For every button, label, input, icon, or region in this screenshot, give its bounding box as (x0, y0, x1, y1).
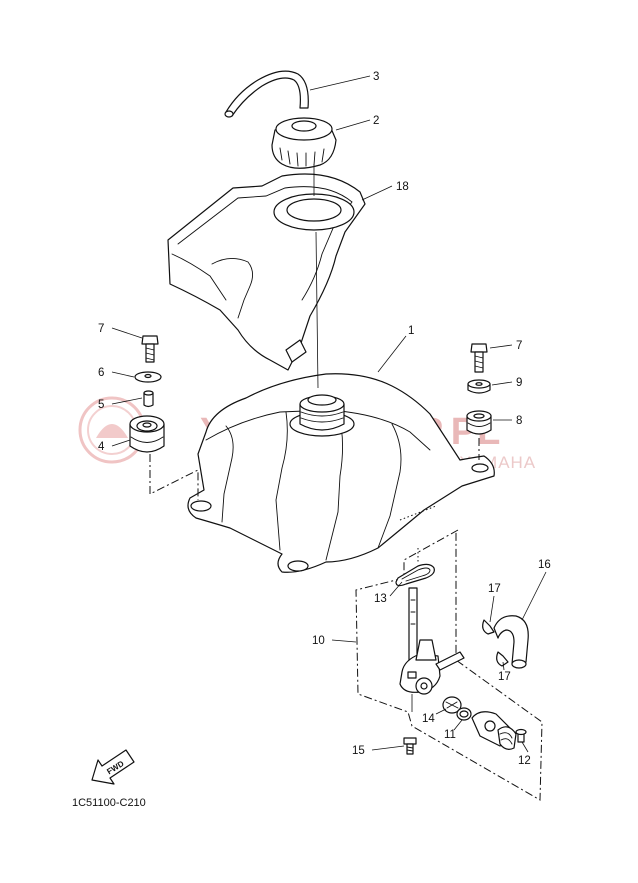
callout-1: 1 (408, 325, 414, 337)
part-7-bolt-left (141, 335, 159, 363)
fuel-cock-lever (471, 711, 517, 750)
callout-7-left: 7 (98, 323, 104, 335)
part-8-damper-right (466, 410, 492, 435)
part-3-breather-hose (224, 70, 309, 118)
callout-12: 12 (518, 755, 531, 767)
part-12-screw (515, 728, 527, 743)
callout-14: 14 (422, 713, 435, 725)
callout-2: 2 (373, 115, 379, 127)
part-9-collar-right (467, 379, 491, 394)
part-15-screw (403, 737, 417, 755)
part-14-lever-plate (442, 696, 462, 714)
callout-10: 10 (312, 635, 325, 647)
part-13-gasket (395, 563, 435, 587)
part-5-collar-left (143, 390, 154, 408)
callout-labels: 3 2 18 1 7 6 5 4 7 9 8 13 10 17 16 17 14… (98, 71, 551, 767)
diagram-code: 1C51100-C210 (72, 797, 146, 809)
part-17-clip-upper (482, 619, 495, 635)
cap-guide-line (313, 164, 319, 389)
part-7-bolt-right (470, 343, 488, 373)
left-mount-guide (149, 454, 199, 500)
leader-lines (111, 75, 547, 753)
callout-3: 3 (373, 71, 379, 83)
part-11-o-ring (456, 707, 472, 721)
part-16-fuel-hose (493, 615, 529, 669)
callout-7-right: 7 (516, 340, 522, 352)
callout-17-lower: 17 (498, 671, 511, 683)
fuel-cock-body (399, 587, 465, 712)
callout-13: 13 (374, 593, 387, 605)
part-1-fuel-tank (187, 373, 495, 573)
callout-11: 11 (444, 729, 456, 741)
callout-5: 5 (98, 399, 104, 411)
callout-9: 9 (516, 377, 522, 389)
part-18-tank-cover (167, 173, 366, 371)
callout-18: 18 (396, 181, 409, 193)
part-2-fuel-cap (271, 117, 337, 169)
part-4-damper-left (129, 415, 165, 453)
callout-4: 4 (98, 441, 105, 453)
callout-6: 6 (98, 367, 104, 379)
callout-15: 15 (352, 745, 365, 757)
callout-17-upper: 17 (488, 583, 501, 595)
callout-16: 16 (538, 559, 551, 571)
part-10-assembly-box (355, 529, 543, 801)
fwd-arrow-icon: FWD (91, 749, 135, 785)
callout-8: 8 (516, 415, 522, 427)
part-6-washer-left (134, 371, 162, 383)
part-17-clip-lower (496, 651, 509, 667)
